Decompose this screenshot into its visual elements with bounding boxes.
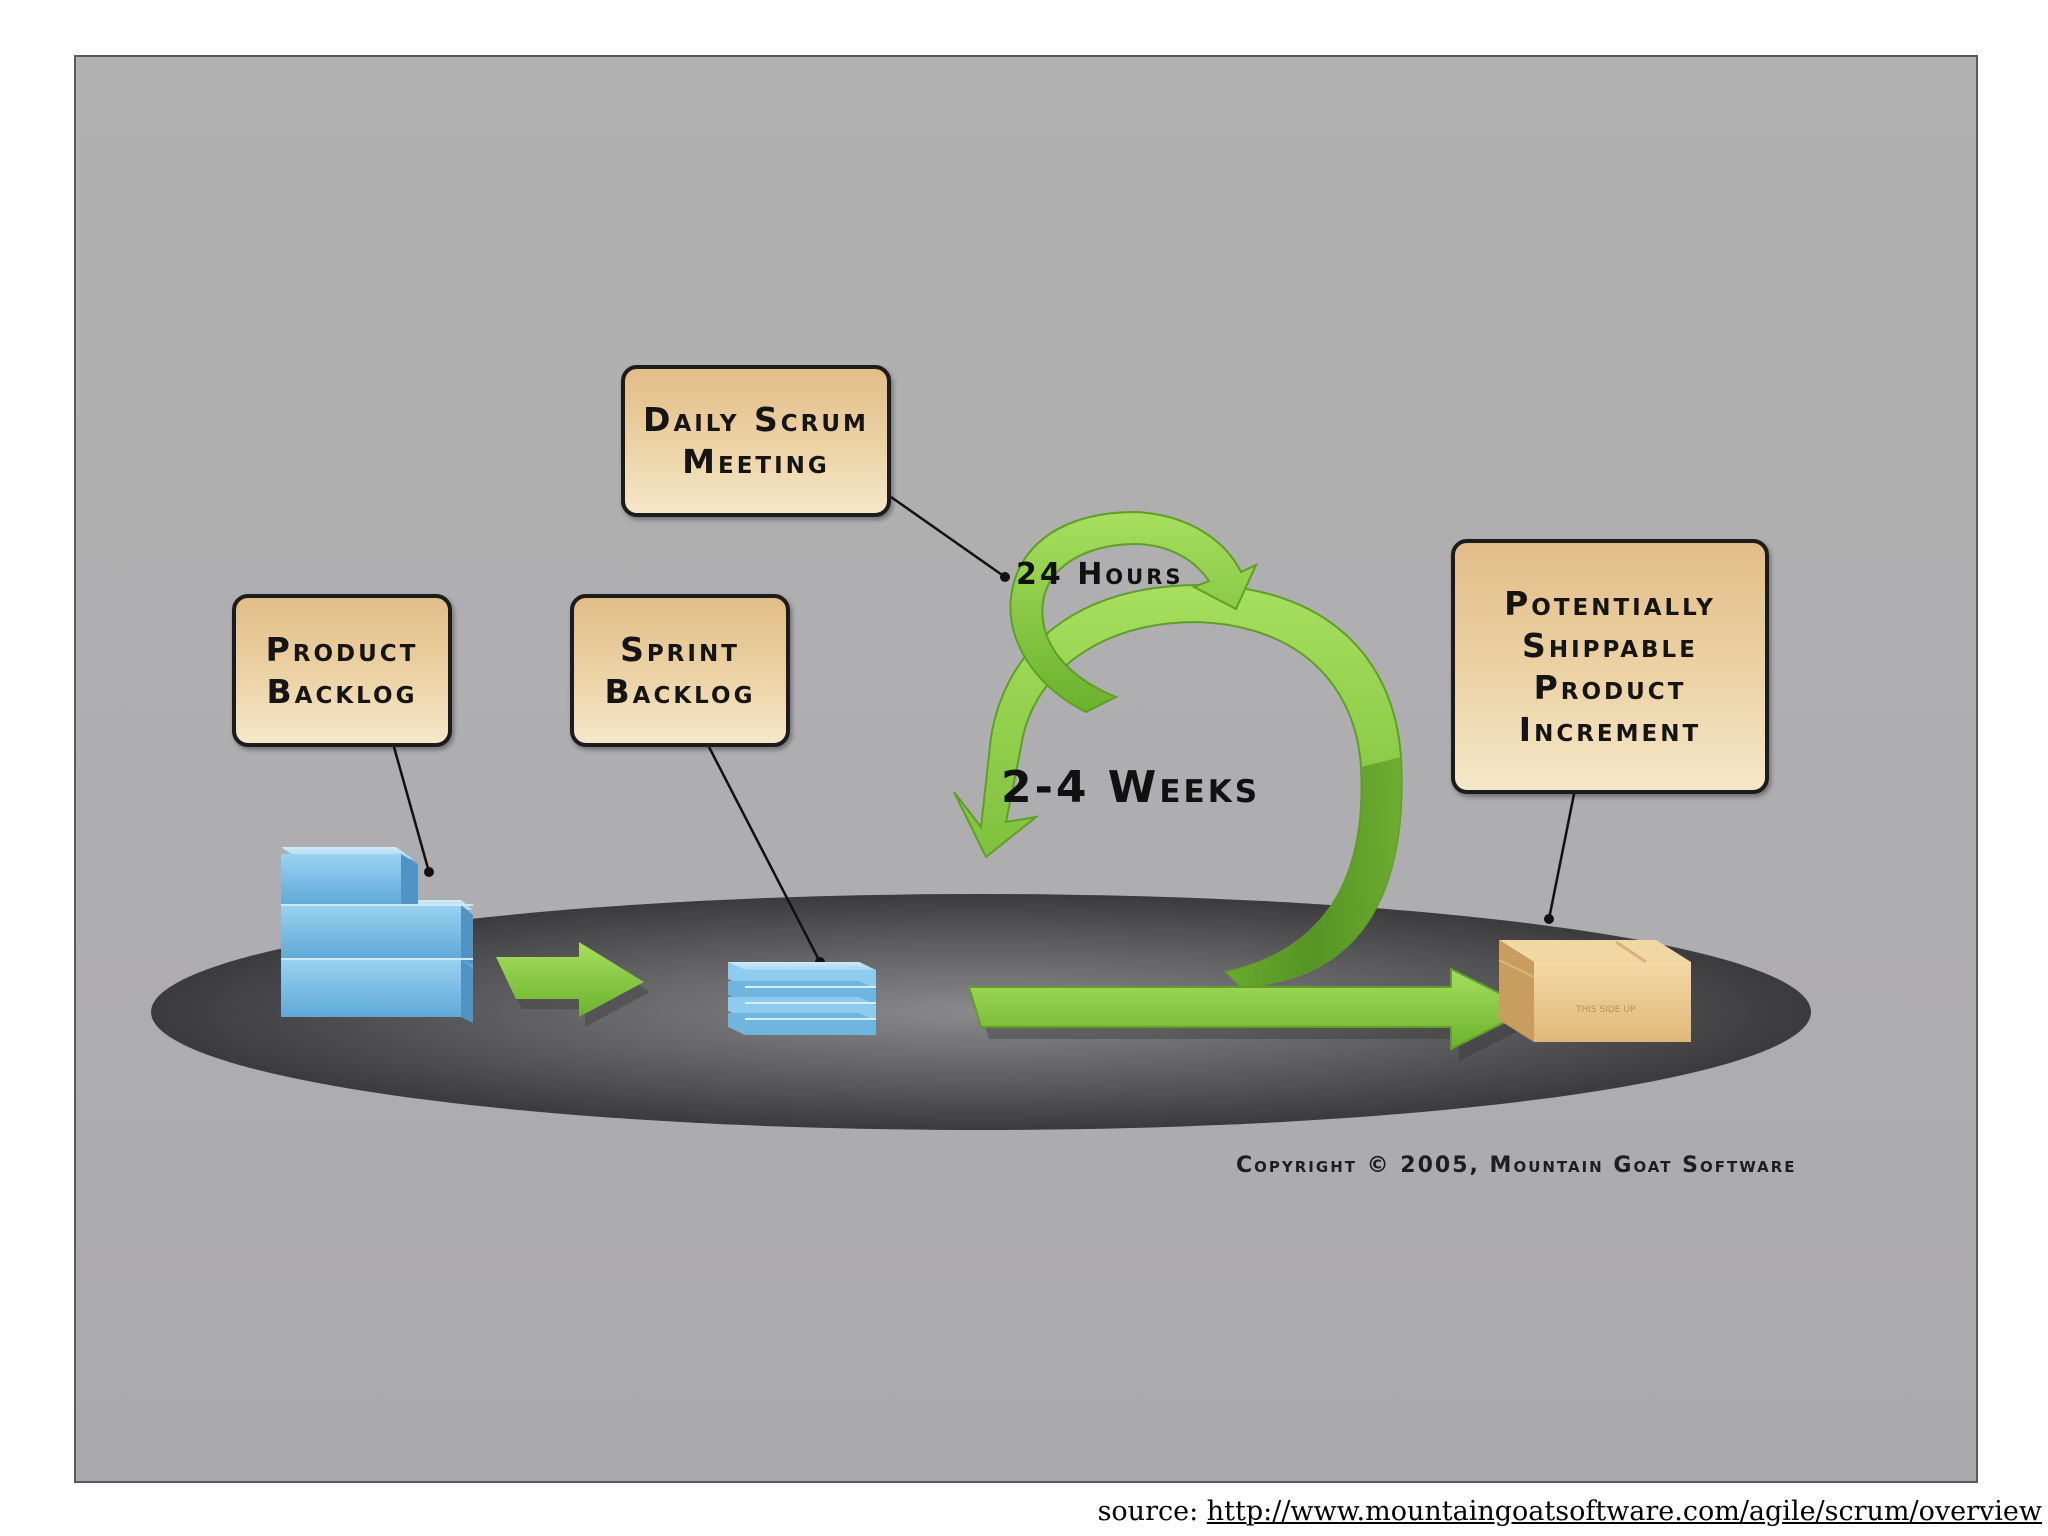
daily-loop-arrow: [1009, 510, 1259, 714]
source-prefix: source:: [1097, 1496, 1207, 1527]
product-backlog-label: Product Backlog: [232, 594, 452, 747]
sprint-backlog-stack: [728, 962, 876, 1035]
sprint-backlog-label-text: Sprint Backlog: [604, 629, 756, 711]
sprint-loop-arrow: [953, 583, 1539, 1061]
diagram-frame: Daily Scrum Meeting Product Backlog Spri…: [74, 55, 1978, 1483]
product-backlog-stack: [281, 847, 473, 1023]
increment-label: Potentially Shippable Product Increment: [1451, 539, 1769, 794]
increment-label-text: Potentially Shippable Product Increment: [1504, 583, 1716, 749]
flow-arrow-small: [496, 942, 650, 1027]
scrum-diagram: [151, 495, 1811, 1130]
box-print-text: THIS SIDE UP: [1576, 1005, 1636, 1015]
sprint-loop-label: 2-4 Weeks: [1001, 762, 1261, 813]
product-backlog-label-text: Product Backlog: [265, 629, 419, 711]
connector-lines: [392, 495, 1576, 963]
source-link[interactable]: http://www.mountaingoatsoftware.com/agil…: [1206, 1496, 2042, 1527]
daily-scrum-label-text: Daily Scrum Meeting: [643, 400, 869, 481]
copyright-text: Copyright © 2005, Mountain Goat Software: [1236, 1153, 1797, 1178]
source-caption: source: http://www.mountaingoatsoftware.…: [1098, 1496, 2042, 1527]
daily-loop-label: 24 Hours: [1016, 557, 1184, 592]
shippable-box: [1498, 940, 1691, 1042]
daily-scrum-label: Daily Scrum Meeting: [621, 365, 891, 517]
sprint-backlog-label: Sprint Backlog: [570, 594, 790, 747]
